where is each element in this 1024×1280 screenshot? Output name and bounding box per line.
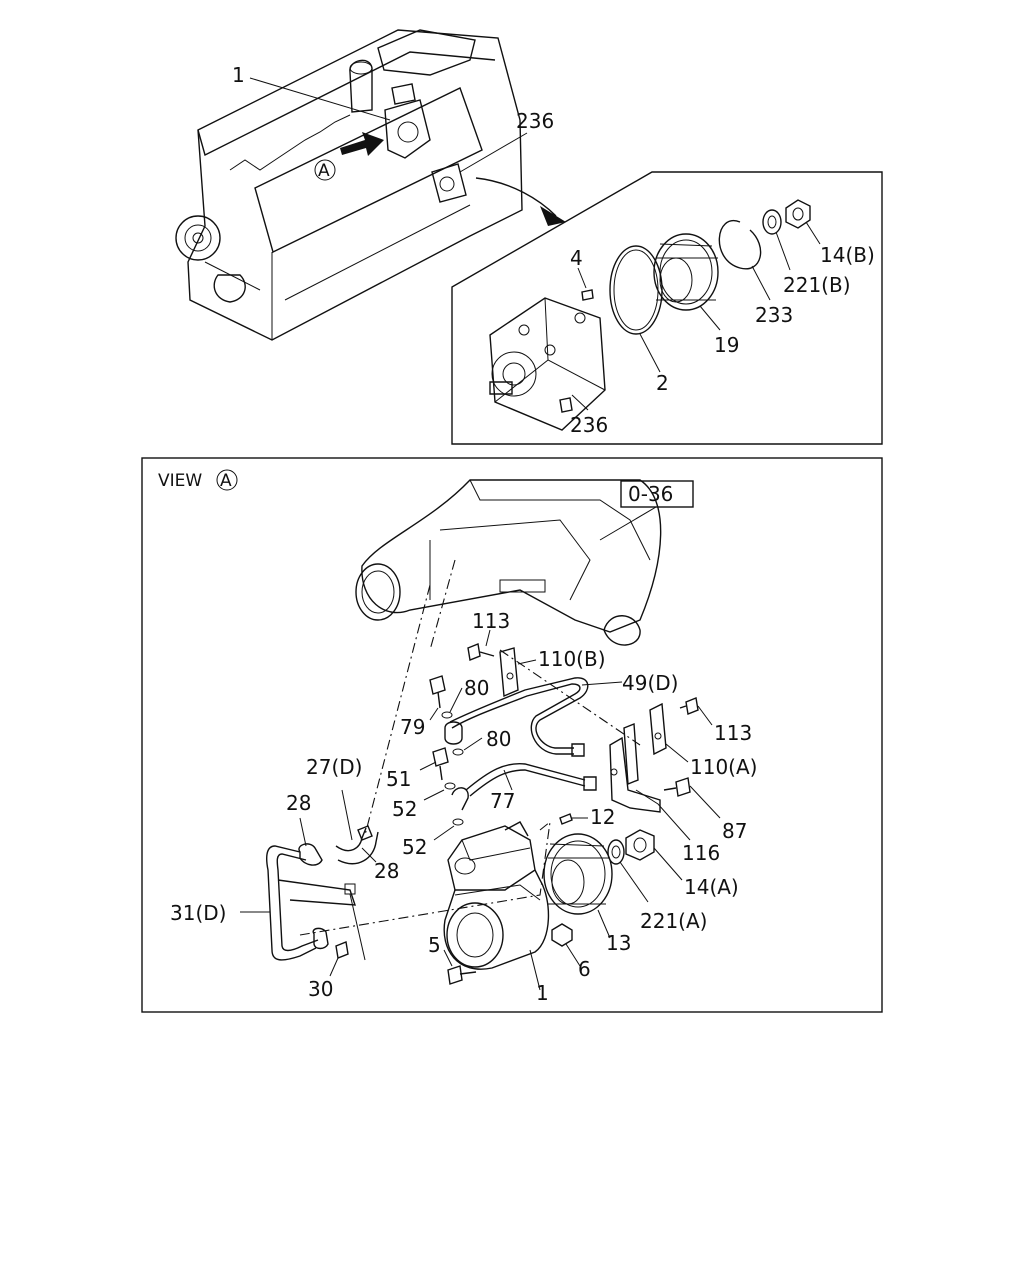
label-part-31d: 31(D) [170, 901, 226, 925]
label-part-51: 51 [386, 767, 411, 791]
label-part-113-right: 113 [714, 721, 752, 745]
label-part-5: 5 [428, 933, 441, 957]
top-view-marker: A [318, 161, 330, 181]
label-part-221a: 221(A) [640, 909, 707, 933]
label-part-113-top: 113 [472, 609, 510, 633]
label-part-110b: 110(B) [538, 647, 606, 671]
label-part-52-lower: 52 [402, 835, 427, 859]
label-part-19: 19 [714, 333, 739, 357]
reference-box [620, 480, 694, 508]
label-part-1-view: 1 [536, 981, 549, 1005]
view-marker: A [220, 471, 232, 491]
label-part-28-upper: 28 [286, 791, 311, 815]
label-part-14b: 14(B) [820, 243, 875, 267]
label-part-80-upper: 80 [464, 676, 489, 700]
engine-overview: A [175, 29, 566, 341]
label-part-14a: 14(A) [684, 875, 739, 899]
label-part-79: 79 [400, 715, 425, 739]
label-part-236-top: 236 [516, 109, 554, 133]
detail-components [489, 199, 821, 431]
label-part-28-lower: 28 [374, 859, 399, 883]
label-part-221b: 221(B) [783, 273, 851, 297]
label-part-49d: 49(D) [622, 671, 678, 695]
label-part-116: 116 [682, 841, 720, 865]
label-part-80-lower: 80 [486, 727, 511, 751]
label-part-27d: 27(D) [306, 755, 362, 779]
reference-code: 0-36 [628, 482, 673, 506]
label-part-110a: 110(A) [690, 755, 757, 779]
label-part-77: 77 [490, 789, 515, 813]
label-part-52-upper: 52 [392, 797, 417, 821]
label-part-87: 87 [722, 819, 747, 843]
label-part-4: 4 [570, 246, 583, 270]
view-title: VIEW [158, 471, 202, 491]
view-marker-circle [216, 469, 238, 491]
label-part-30: 30 [308, 977, 333, 1001]
label-part-233: 233 [755, 303, 793, 327]
label-part-6: 6 [578, 957, 591, 981]
label-part-13: 13 [606, 931, 631, 955]
detail-frame [451, 171, 883, 445]
view-a-components [240, 479, 721, 991]
label-part-2: 2 [656, 371, 669, 395]
view-a-frame [141, 457, 883, 1013]
label-part-236-detail: 236 [570, 413, 608, 437]
label-part-12: 12 [590, 805, 615, 829]
label-part-1-top: 1 [232, 63, 245, 87]
